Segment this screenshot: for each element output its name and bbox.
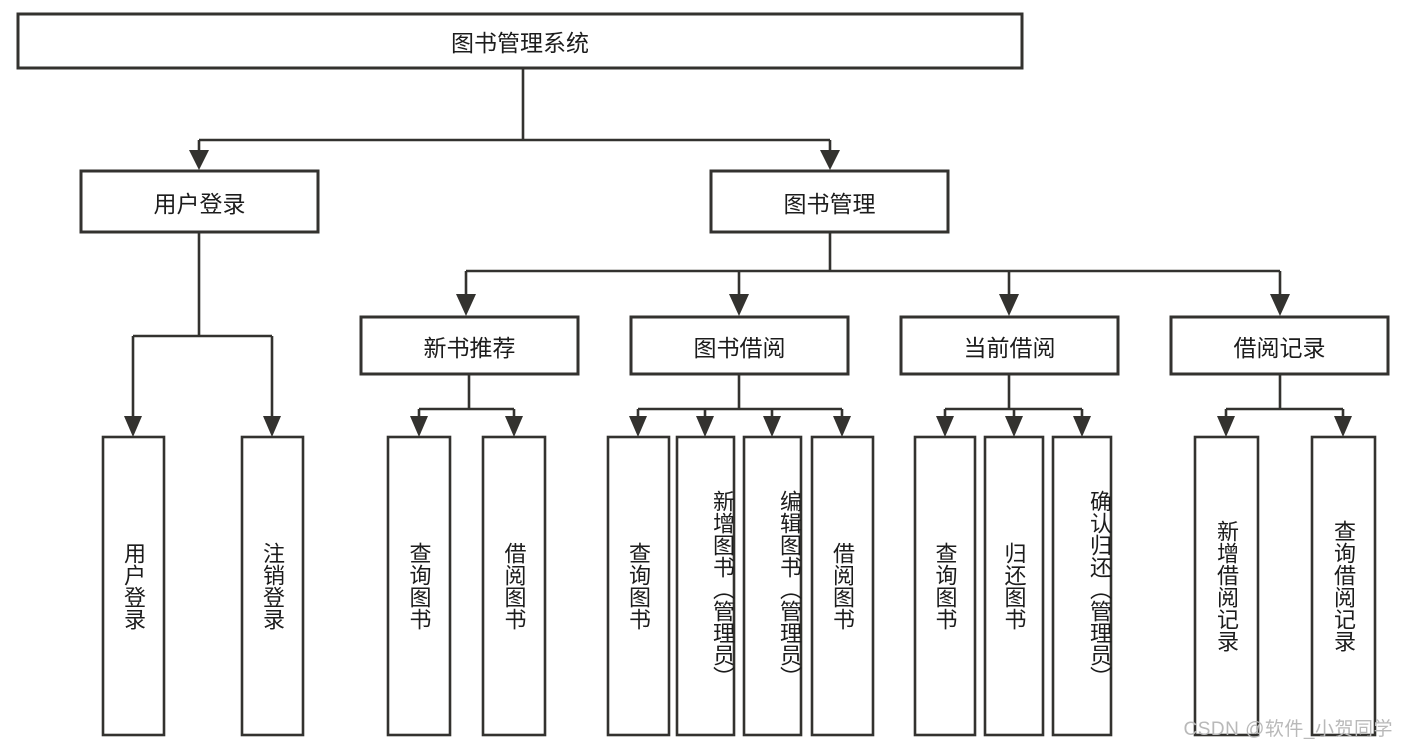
- arrowhead-leaf-add-book: [696, 416, 714, 437]
- node-new-book-recommend-box[interactable]: [359, 315, 580, 376]
- node-leaf-edit-book-box[interactable]: [742, 435, 803, 737]
- arrowhead-leaf-borrow-book-1: [505, 416, 523, 437]
- node-leaf-confirm-return-box[interactable]: [1051, 435, 1113, 737]
- node-borrow-record-box[interactable]: [1169, 315, 1390, 376]
- arrowhead-leaf-query-book-3: [936, 416, 954, 437]
- arrowhead-borrow-record: [1270, 294, 1290, 316]
- node-leaf-add-record-box[interactable]: [1193, 435, 1260, 737]
- node-book-manage-box[interactable]: [709, 169, 950, 234]
- node-leaf-return-book-box[interactable]: [983, 435, 1045, 737]
- arrowhead-leaf-confirm-return: [1073, 416, 1091, 437]
- arrowhead-current-borrow: [999, 294, 1019, 316]
- node-leaf-query-book-1-box[interactable]: [386, 435, 452, 737]
- arrowhead-leaf-user-login: [124, 416, 142, 437]
- arrowhead-leaf-user-logout: [263, 416, 281, 437]
- node-root-box[interactable]: [16, 12, 1024, 70]
- node-leaf-borrow-book-2-box[interactable]: [810, 435, 875, 737]
- node-leaf-query-book-3-box[interactable]: [913, 435, 977, 737]
- csdn-watermark: CSDN @软件_小贺同学: [1183, 719, 1393, 740]
- node-leaf-query-record-box[interactable]: [1310, 435, 1377, 737]
- arrowhead-book-manage: [820, 150, 840, 170]
- arrowhead-leaf-query-record: [1334, 416, 1352, 437]
- node-current-borrow-box[interactable]: [899, 315, 1120, 376]
- node-leaf-add-book-box[interactable]: [675, 435, 736, 737]
- arrowhead-user-login: [189, 150, 209, 170]
- node-user-login-box[interactable]: [79, 169, 320, 234]
- node-leaf-query-book-2-box[interactable]: [606, 435, 671, 737]
- arrowhead-leaf-add-record: [1217, 416, 1235, 437]
- arrowhead-leaf-query-book-1: [410, 416, 428, 437]
- arrowhead-new-book-recommend: [456, 294, 476, 316]
- arrowhead-leaf-edit-book: [763, 416, 781, 437]
- node-leaf-user-logout-box[interactable]: [240, 435, 305, 737]
- arrowhead-book-borrow: [729, 294, 749, 316]
- arrowhead-leaf-return-book: [1005, 416, 1023, 437]
- arrowhead-leaf-query-book-2: [629, 416, 647, 437]
- node-leaf-user-login-box[interactable]: [101, 435, 166, 737]
- node-leaf-borrow-book-1-box[interactable]: [481, 435, 547, 737]
- node-book-borrow-box[interactable]: [629, 315, 850, 376]
- arrowhead-leaf-borrow-book-2: [833, 416, 851, 437]
